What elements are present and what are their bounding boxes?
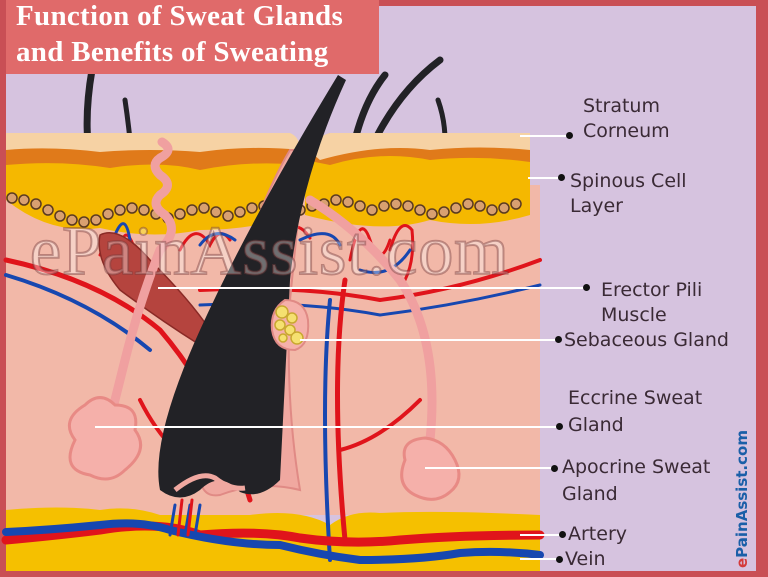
leader-lines bbox=[95, 135, 585, 560]
hair-shaft bbox=[158, 75, 346, 498]
watermark: ePainAssist.com bbox=[29, 212, 510, 291]
stratum-corneum-left bbox=[6, 133, 300, 152]
label-sebaceous-gland: Sebaceous Gland bbox=[564, 329, 729, 351]
label-dot bbox=[556, 423, 563, 430]
label-dot bbox=[583, 284, 590, 291]
stratum-corneum-right bbox=[308, 133, 530, 160]
brand-logo-vertical: ePainAssist.com bbox=[733, 430, 751, 568]
label-dot bbox=[559, 531, 566, 538]
label-dot bbox=[556, 556, 563, 563]
apocrine-duct bbox=[305, 195, 437, 445]
label-apocrine-sweat-gland: Apocrine Sweat Gland bbox=[562, 456, 711, 505]
eccrine-sweat-gland bbox=[67, 396, 143, 481]
title-line-2: and Benefits of Sweating bbox=[16, 36, 329, 68]
label-dot bbox=[555, 336, 562, 343]
artery-main bbox=[1, 521, 545, 547]
title-line-1: Function of Sweat Glands bbox=[16, 0, 344, 32]
label-dot bbox=[558, 174, 565, 181]
label-stratum-corneum: Stratum Corneum bbox=[583, 95, 670, 142]
label-eccrine-sweat-gland: Eccrine Sweat Gland bbox=[568, 387, 703, 436]
label-artery: Artery bbox=[568, 523, 628, 545]
basal-cell-row bbox=[6, 192, 522, 228]
label-dot bbox=[551, 465, 558, 472]
blood-vessels bbox=[1, 222, 545, 565]
frame-border-right bbox=[756, 0, 768, 577]
label-spinous-cell-layer: Spinous Cell Layer bbox=[570, 170, 687, 217]
label-erector-pili-muscle: Erector Pili Muscle bbox=[601, 279, 703, 326]
title-banner: Function of Sweat Glands and Benefits of… bbox=[6, 0, 379, 74]
eccrine-duct bbox=[105, 137, 176, 425]
label-dot bbox=[566, 132, 573, 139]
vein-main bbox=[2, 519, 544, 565]
label-vein: Vein bbox=[565, 548, 606, 570]
